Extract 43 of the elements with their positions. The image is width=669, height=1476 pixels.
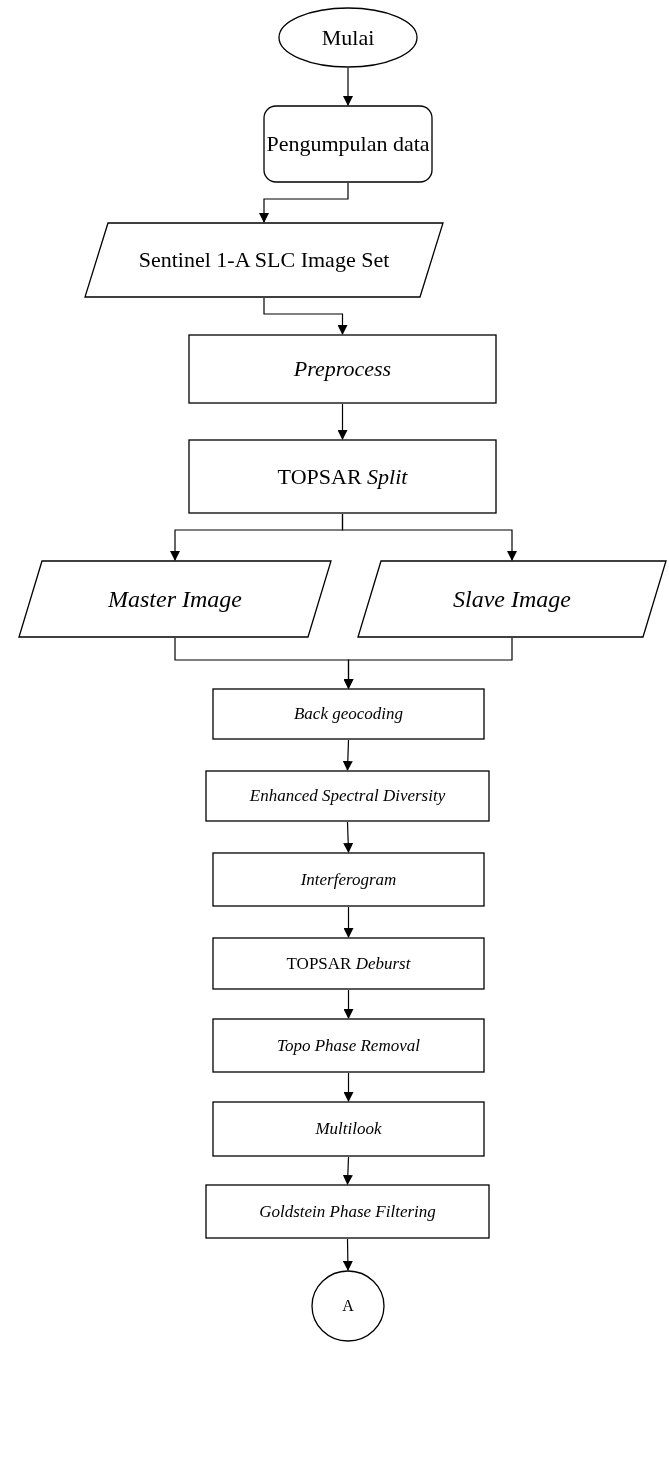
arrow [343, 637, 513, 689]
node-label: Mulai [321, 23, 375, 52]
node-label: A [342, 1296, 354, 1316]
process-box [212, 1018, 485, 1073]
arrow [337, 403, 348, 440]
process-box [212, 852, 485, 907]
arrow [342, 1238, 353, 1271]
node-label: Pengumpulan data [266, 130, 430, 158]
node-label: Sentinel 1-A SLC Image Set [138, 246, 390, 274]
node-label: Preprocess [293, 355, 392, 383]
arrow [342, 1156, 353, 1185]
node-label: Topo Phase Removal [277, 1034, 420, 1057]
arrow [342, 739, 353, 771]
node-label: TOPSAR Deburst [286, 952, 411, 975]
node-label: Enhanced Spectral Diversity [249, 785, 446, 807]
data-parallelogram [357, 560, 667, 638]
process-box [188, 334, 497, 404]
arrow [263, 297, 348, 335]
node-label: Master Image [108, 585, 242, 614]
arrow [343, 821, 354, 853]
connector-circle [311, 1270, 385, 1342]
process-box [212, 1101, 485, 1157]
process-box [212, 937, 485, 990]
node-label: Slave Image [453, 585, 571, 614]
data-parallelogram [18, 560, 332, 638]
arrow [341, 513, 517, 561]
process-box [205, 770, 490, 822]
process-box [188, 439, 497, 514]
node-label: TOPSAR Split [277, 462, 408, 491]
node-label: Back geocoding [293, 703, 403, 725]
process-box [263, 105, 433, 183]
arrow [343, 989, 354, 1019]
arrow [343, 906, 354, 938]
node-label: Goldstein Phase Filtering [259, 1200, 436, 1223]
arrow [343, 1072, 354, 1102]
arrow [259, 182, 349, 223]
process-box [205, 1184, 490, 1239]
data-parallelogram [84, 222, 444, 298]
node-label: Interferogram [300, 868, 397, 891]
node-label: Multilook [315, 1118, 382, 1140]
process-box [212, 688, 485, 740]
arrow [343, 67, 353, 106]
start-terminator [278, 7, 418, 68]
